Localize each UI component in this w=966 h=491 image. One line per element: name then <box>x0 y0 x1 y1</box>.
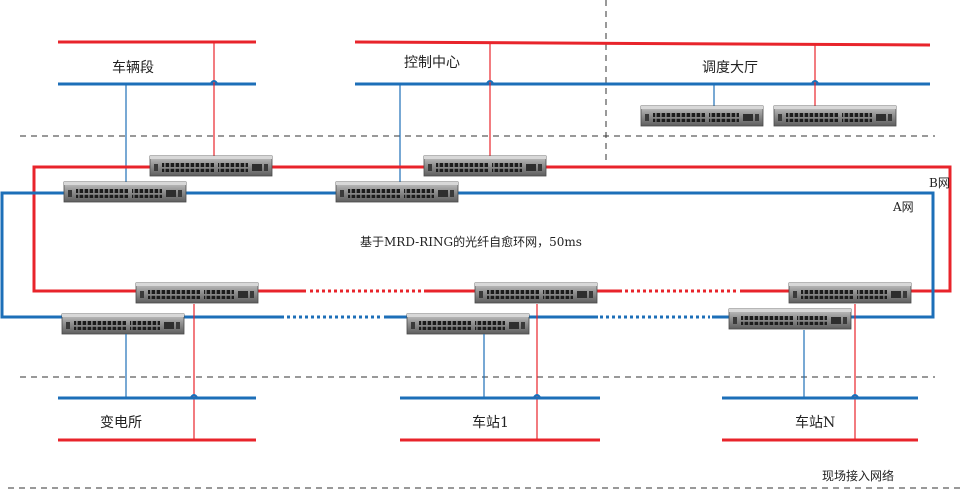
zone-station-n: 车站N <box>722 304 918 442</box>
zone-control-center: 控制中心 <box>354 40 931 183</box>
stationN-label: 车站N <box>795 414 835 431</box>
dispatch-switch-2 <box>773 105 897 127</box>
b-net-ring <box>32 165 952 293</box>
b-ring-top-left <box>32 165 150 293</box>
ring-switch-stn-a <box>728 308 852 330</box>
dispatch-switch-1 <box>640 105 764 127</box>
b-net-label: B网 <box>929 176 950 190</box>
zone-depot: 车辆段 <box>58 40 256 183</box>
ring-switch-depot-a <box>63 181 187 203</box>
dispatch-hall-label: 调度大厅 <box>702 60 758 76</box>
ring-switch-depot-b <box>149 155 273 177</box>
ring-switch-st1-a <box>406 313 530 335</box>
a-net-label: A网 <box>892 200 914 214</box>
a-net-ring <box>0 191 935 319</box>
ring-switch-sub-b <box>135 282 259 304</box>
b-ring-right <box>546 165 952 293</box>
zone-dispatch-hall: 调度大厅 <box>640 44 897 127</box>
ring-switch-st1-b <box>474 282 598 304</box>
ring-switch-cc-a <box>335 181 459 203</box>
ring-switch-sub-a <box>61 313 185 335</box>
a-ring-right <box>458 191 935 319</box>
control-center-label: 控制中心 <box>404 55 460 71</box>
ring-switch-cc-b <box>423 155 547 177</box>
depot-label: 车辆段 <box>112 59 154 76</box>
field-network-label: 现场接入网络 <box>822 468 894 483</box>
zone-substation: 变电所 <box>58 304 256 442</box>
ring-description: 基于MRD-RING的光纤自愈环网，50ms <box>360 234 582 249</box>
substation-label: 变电所 <box>100 415 142 431</box>
cc-b-bus <box>354 40 931 47</box>
station1-label: 车站1 <box>472 414 509 431</box>
zone-station-1: 车站1 <box>400 304 600 442</box>
a-ring-left <box>0 191 64 319</box>
ring-switch-stn-b <box>788 282 912 304</box>
